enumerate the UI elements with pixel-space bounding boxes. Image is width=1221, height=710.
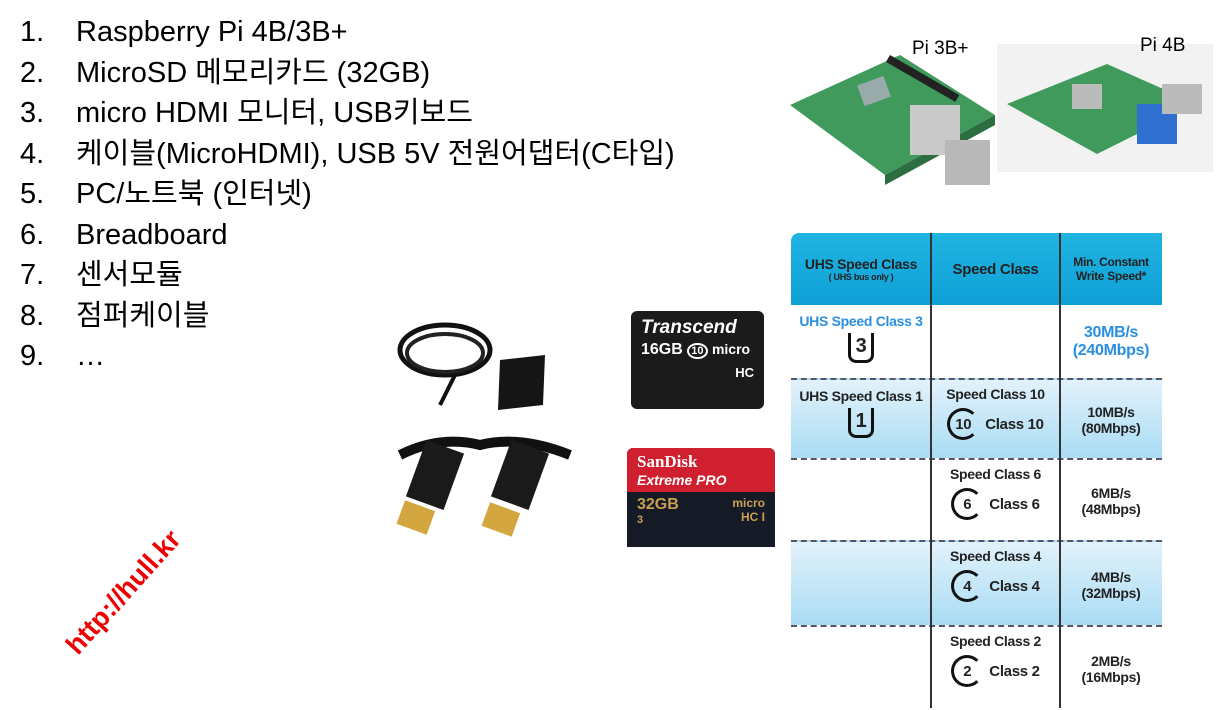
uhs-class-icon: 1 [848,408,874,438]
speed-class-label: Speed Class 6 [949,466,1042,482]
write-speed-mbps: (240Mbps) [1072,341,1150,359]
pi3-board-image [790,55,995,185]
write-speed: 4MB/s [1091,568,1131,585]
speed-class-label: Speed Class 2 [949,633,1042,649]
table-header: UHS Speed Class( UHS bus only ) Speed Cl… [791,233,1162,305]
watermark: http://hull.kr [60,524,187,661]
write-speed-mbps: (32Mbps) [1081,584,1141,601]
write-speed: 6MB/s [1091,485,1131,501]
speed-class-icon: 10 [947,408,980,440]
speed-class-icon: 4 [951,570,984,602]
speed-class-icon: 2 [951,655,984,687]
pi3-label: Pi 3B+ [912,38,969,59]
speed-class-icon: 6 [951,488,984,520]
write-speed-mbps: (80Mbps) [1081,420,1141,436]
usb-power-adapter-image [397,322,545,410]
pi4-label: Pi 4B [1140,35,1186,56]
uhs-class-label: UHS Speed Class 3 [799,313,923,329]
table-row: UHS Speed Class 3 3 30MB/s (240Mbps) [791,305,1162,378]
speed-class-label: Speed Class 10 [946,386,1045,402]
hdmi-cable-image [396,436,572,537]
uhs-class-label: UHS Speed Class 1 [799,388,923,404]
write-speed: 2MB/s [1091,652,1131,669]
uhs-class-icon: 3 [848,333,874,363]
write-speed-mbps: (16Mbps) [1081,668,1141,685]
transcend-card-image: Transcend 16GB 10 micro HC [631,311,764,409]
pi4-board-image [997,44,1213,172]
sd-speed-class-table: UHS Speed Class( UHS bus only ) Speed Cl… [791,233,1162,708]
speed-class-label: Speed Class 4 [949,548,1042,564]
write-speed: 10MB/s [1087,404,1135,420]
write-speed: 30MB/s [1083,323,1139,341]
write-speed-mbps: (48Mbps) [1081,501,1141,517]
